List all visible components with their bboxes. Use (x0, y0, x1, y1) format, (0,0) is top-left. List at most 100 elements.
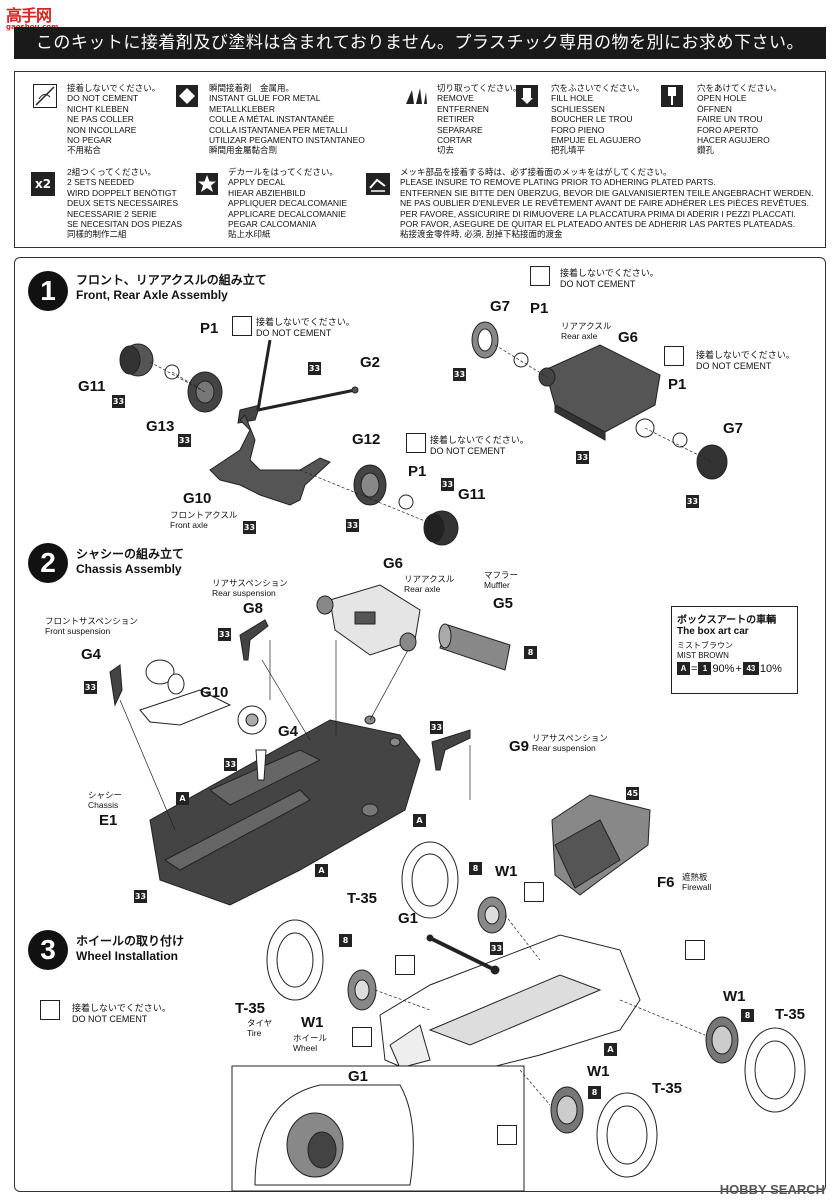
part-p1-label: P1 (408, 463, 427, 480)
color-tag-8: 8 (741, 1009, 754, 1022)
part-g11-label: G11 (458, 486, 486, 503)
color-tag-33: 33 (453, 368, 466, 381)
no-cement-icon (33, 84, 57, 108)
no-cement-icon (685, 940, 705, 960)
part-g7-label: G7 (723, 420, 744, 437)
legend-plating: メッキ部品を接着する時は、必ず接着面のメッキをはがしてください。PLEASE I… (400, 167, 814, 240)
part-g13-label: G13 (146, 418, 175, 435)
color-tag-33: 33 (576, 451, 589, 464)
paint-a-tag: A (176, 792, 189, 805)
color-tag-33: 33 (84, 681, 97, 694)
paint-a-tag: A (315, 864, 328, 877)
do-not-cement-note: 接着しないでください。DO NOT CEMENT (72, 1003, 171, 1024)
part-e1-label: E1 (99, 812, 118, 829)
color-tag-8: 8 (588, 1086, 601, 1099)
color-tag-33: 33 (134, 890, 147, 903)
instant-glue-icon (175, 84, 198, 107)
no-cement-icon (530, 266, 550, 286)
part-f6-label: F6 (657, 874, 675, 891)
part-g2-label: G2 (360, 354, 381, 371)
no-cement-icon (232, 316, 252, 336)
open-hole-icon (660, 84, 683, 107)
color-tag-33: 33 (441, 478, 454, 491)
part-g1-label: G1 (348, 1068, 369, 1085)
do-not-cement-note: 接着しないでください。DO NOT CEMENT (696, 350, 795, 371)
paint-a-tag: A (413, 814, 426, 827)
step-3-number: 3 (28, 930, 68, 970)
part-w1-label: W1 (723, 988, 746, 1005)
color-tag-33: 33 (218, 628, 231, 641)
part-g8-label: G8 (243, 600, 264, 617)
decal-star-icon (195, 172, 218, 195)
color-tag-33: 33 (178, 434, 191, 447)
part-t35-label: T-35 (235, 1000, 266, 1017)
no-cement-icon (497, 1125, 517, 1145)
x2-icon: x2 (31, 172, 55, 196)
cut-icon (404, 84, 427, 106)
part-g10-label: G10 (200, 684, 229, 701)
part-p1-label: P1 (530, 300, 549, 317)
part-w1-label: W1 (495, 863, 518, 880)
part-g6-label: G6 (383, 555, 404, 572)
part-t35-label: T-35 (347, 890, 378, 907)
paint-formula: A = 1 90% + 43 10% (677, 662, 792, 675)
part-p1-label: P1 (200, 320, 219, 337)
part-t35-label: T-35 (652, 1080, 683, 1097)
no-cement-icon (524, 882, 544, 902)
part-g11-label: G11 (78, 378, 106, 395)
part-w1-label: W1 (301, 1014, 324, 1031)
step-2-number: 2 (28, 543, 68, 583)
color-tag-8: 8 (524, 646, 537, 659)
no-cement-icon (664, 346, 684, 366)
step-1-number: 1 (28, 271, 68, 311)
color-tag-33: 33 (686, 495, 699, 508)
do-not-cement-note: 接着しないでください。DO NOT CEMENT (430, 435, 529, 456)
no-cement-icon (40, 1000, 60, 1020)
color-tag-33: 33 (224, 758, 237, 771)
paint-a-tag: A (604, 1043, 617, 1056)
part-g9-label: G9 (509, 738, 530, 755)
color-tag-8: 8 (469, 862, 482, 875)
part-g7-label: G7 (490, 298, 511, 315)
part-g1-label: G1 (398, 910, 419, 927)
do-not-cement-note: 接着しないでください。DO NOT CEMENT (560, 268, 659, 289)
part-g4-label: G4 (81, 646, 102, 663)
no-cement-icon (352, 1027, 372, 1047)
part-g4-label: G4 (278, 723, 299, 740)
part-g5-label: G5 (493, 595, 514, 612)
color-tag-33: 33 (112, 395, 125, 408)
no-cement-icon (406, 433, 426, 453)
color-tag-33: 33 (346, 519, 359, 532)
plating-icon (365, 172, 390, 195)
color-tag-33: 33 (308, 362, 321, 375)
watermark: HOBBY SEARCH (719, 1182, 825, 1197)
color-tag-33: 33 (490, 942, 503, 955)
box-art-color-box: ボックスアートの車輌 The box art car ミストブラウン MIST … (671, 606, 798, 694)
part-p1-label: P1 (668, 376, 687, 393)
color-tag-45: 45 (626, 787, 639, 800)
header-notice: このキットに接着剤及び塗料は含まれておりません。プラスチック専用の物を別にお求め… (14, 27, 826, 59)
